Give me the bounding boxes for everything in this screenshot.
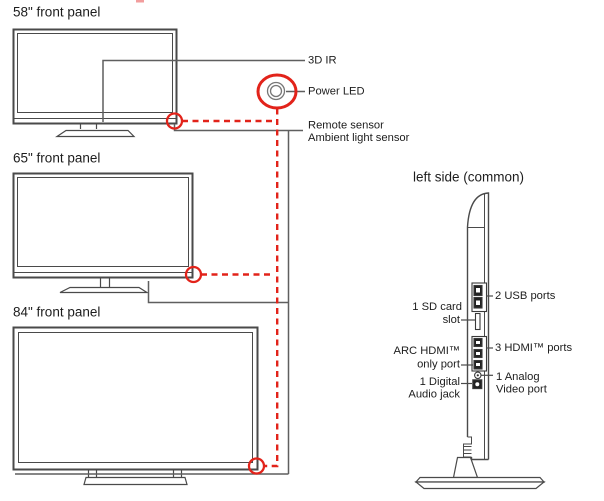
sensor-callout-line xyxy=(173,124,303,132)
label-hdmi-ports: 3 HDMI™ ports xyxy=(495,342,572,354)
label-3d-ir: 3D IR xyxy=(308,55,337,67)
label-power-led: Power LED xyxy=(308,86,365,98)
side-stand-base-top xyxy=(414,476,546,483)
tv-84-front-panel xyxy=(12,326,259,486)
panel-title-84: 84" front panel xyxy=(13,305,100,320)
side-stand-neck xyxy=(452,456,479,479)
tv-58-front-panel xyxy=(12,28,178,138)
label-analog-video-line2: Video port xyxy=(496,384,548,396)
side-view-title: left side (common) xyxy=(413,170,524,185)
tv-65-front-panel xyxy=(12,172,194,294)
side-stand-base-bottom xyxy=(414,481,546,490)
ir-callout-line xyxy=(102,59,305,122)
label-sd-card-line1: 1 SD card xyxy=(412,301,462,313)
tv-84-stand-base xyxy=(83,476,188,486)
panel-title-65: 65" front panel xyxy=(13,151,100,166)
label-arc-hdmi-line1: ARC HDMI™ xyxy=(393,345,460,357)
label-remote-sensor: Remote sensor xyxy=(308,120,384,132)
tv-58-stand-base xyxy=(55,129,136,138)
side-profile-outline xyxy=(466,192,490,460)
tv-65-screen xyxy=(17,177,189,267)
page-crop-mark xyxy=(136,0,144,3)
tv-side-profile xyxy=(414,192,546,490)
tv-65-link-line xyxy=(147,281,289,304)
label-ambient-light-sensor: Ambient light sensor xyxy=(308,132,410,144)
power-led-magnifier-circle xyxy=(256,73,298,110)
tv-65-stand-base xyxy=(59,286,150,294)
sd-card-slot-icon xyxy=(474,312,481,331)
label-digital-audio-line2: Audio jack xyxy=(408,389,460,401)
tv-58-screen xyxy=(17,33,173,113)
tv-58-frame xyxy=(12,28,178,125)
tv-84-frame xyxy=(12,326,259,471)
text-labels: 58" front panel 65" front panel 84" fron… xyxy=(13,5,572,401)
tv-65-stand-neck xyxy=(99,278,111,287)
panel-title-58: 58" front panel xyxy=(13,5,100,20)
label-usb-ports: 2 USB ports xyxy=(495,290,556,302)
label-sd-card-line2: slot xyxy=(443,314,461,326)
tv-65-frame xyxy=(12,172,194,279)
red-highlights xyxy=(165,73,298,475)
power-led-icon xyxy=(266,81,286,101)
label-arc-hdmi-line2: only port xyxy=(417,359,461,371)
label-analog-video-line1: 1 Analog xyxy=(496,371,540,383)
side-profile-hinge xyxy=(463,436,472,458)
side-ports xyxy=(471,282,488,390)
port-label-lines xyxy=(461,295,493,385)
label-digital-audio-line1: 1 Digital xyxy=(420,376,460,388)
side-profile-bottom xyxy=(470,457,489,461)
tv-84-screen xyxy=(18,332,253,463)
tv-58-stand-neck xyxy=(79,124,98,129)
callout-connector-lines xyxy=(15,59,305,475)
dashed-link-vertical xyxy=(264,108,279,468)
